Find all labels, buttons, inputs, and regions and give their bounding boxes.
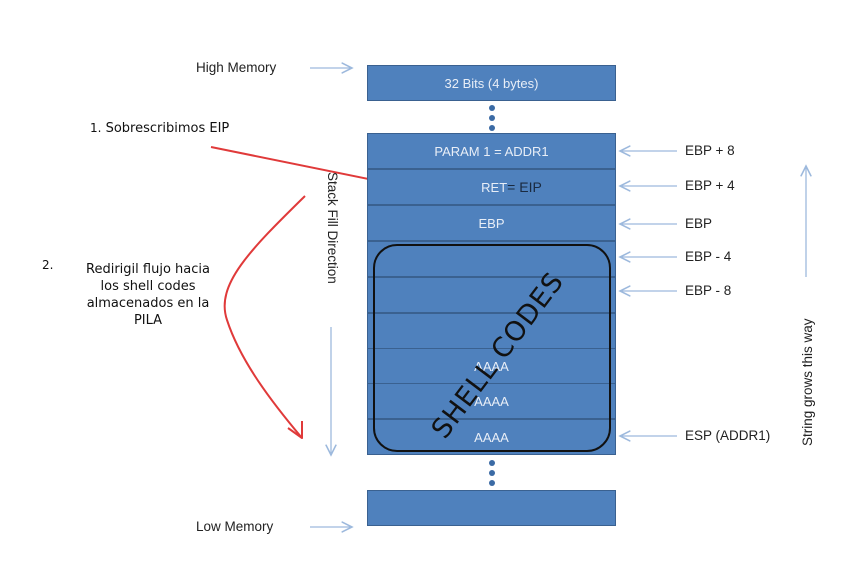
pointer-label-ebp: EBP — [685, 216, 713, 231]
cell-label: AAAA — [474, 358, 509, 374]
cell-label: EBP — [478, 215, 505, 231]
stack-cell-esp: AAAA — [367, 419, 616, 455]
stack-cell-param1: PARAM 1 = ADDR1 — [367, 133, 616, 169]
step2-line: PILA — [133, 313, 163, 328]
cell-label: AAAA — [474, 393, 509, 409]
step2-annotation: Redirigil flujo hacia los shell codes al… — [58, 261, 238, 329]
stack-cell-bottom — [367, 490, 616, 526]
stack-fill-direction-label: Stack Fill Direction — [325, 172, 340, 284]
stack-cell-buffer — [367, 313, 616, 349]
ellipsis-dot — [489, 125, 495, 131]
pointer-label-ebp-minus-8: EBP - 8 — [685, 283, 732, 298]
pointer-label-ebp-plus-4: EBP + 4 — [685, 178, 735, 193]
red-arrow-redirect-head — [287, 421, 303, 439]
step2-line: Redirigil flujo hacia — [86, 262, 210, 277]
step2-number: 2. — [42, 258, 54, 272]
shellcode-region-outline — [373, 244, 611, 452]
pointer-label-ebp-minus-4: EBP - 4 — [685, 249, 732, 264]
stack-cell-top: 32 Bits (4 bytes) — [367, 65, 616, 101]
ellipsis-dot — [489, 460, 495, 466]
step2-line: almacenados en la — [86, 296, 210, 311]
pointer-label-ebp-plus-8: EBP + 8 — [685, 143, 735, 158]
step2-line: los shell codes — [100, 279, 196, 294]
ellipsis-dot — [489, 115, 495, 121]
red-arrow-redirect — [223, 195, 306, 439]
step1-text: Sobrescribimos EIP — [105, 121, 230, 136]
ellipsis-dot — [489, 105, 495, 111]
stack-cell-aaaa: AAAA — [367, 348, 616, 384]
low-memory-label: Low Memory — [196, 519, 274, 534]
step1-number: 1. — [90, 121, 102, 135]
ellipsis-dot — [489, 480, 495, 486]
cell-label: 32 Bits (4 bytes) — [444, 75, 539, 91]
eip-label: = EIP — [507, 179, 542, 195]
step1-annotation: 1. Sobrescribimos EIP — [90, 120, 229, 137]
stack-cell-ret: RET= EIP — [367, 169, 616, 205]
cell-label: RET= EIP — [481, 179, 542, 195]
stack-cell-ebp-minus-4 — [367, 241, 616, 277]
stack-cell-aaaa: AAAA — [367, 383, 616, 419]
cell-label: AAAA — [474, 429, 509, 445]
high-memory-label: High Memory — [196, 60, 277, 75]
pointer-label-esp: ESP (ADDR1) — [685, 428, 771, 443]
string-grows-label: String grows this way — [800, 318, 815, 446]
stack-cell-ebp-minus-8 — [367, 277, 616, 313]
cell-label: PARAM 1 = ADDR1 — [434, 143, 549, 159]
ellipsis-dot — [489, 470, 495, 476]
ret-label: RET — [481, 180, 508, 195]
stack-cell-ebp: EBP — [367, 205, 616, 241]
